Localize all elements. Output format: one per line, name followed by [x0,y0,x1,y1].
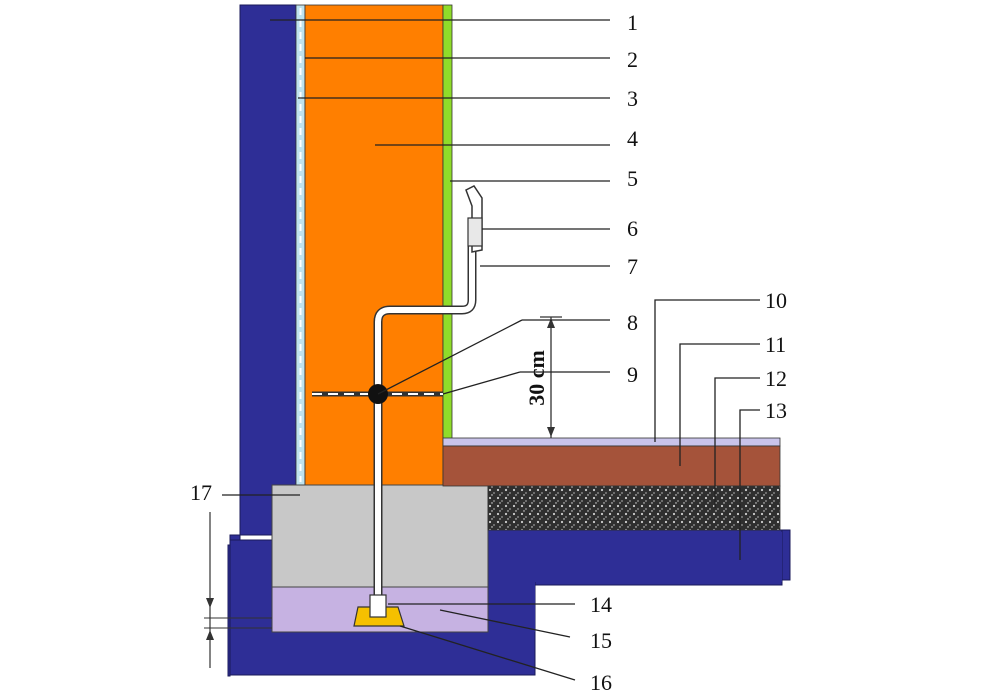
label-3: 3 [627,86,638,111]
label-7: 7 [627,254,638,279]
gravel-layer [487,485,781,531]
label-14: 14 [590,592,612,617]
label-4: 4 [627,126,638,151]
drain-pipe [375,232,475,595]
leader-16 [399,625,576,681]
base-pipe-stub [369,594,387,618]
slab-step [488,532,782,632]
air-gap-layer [295,4,306,486]
leader-10 [654,299,760,442]
screed-layer [442,445,781,487]
label-8: 8 [627,310,638,335]
label-16: 16 [590,670,612,695]
label-11: 11 [765,332,786,357]
label-5: 5 [627,166,638,191]
label-6: 6 [627,216,638,241]
left-dim-arrow-2 [206,630,214,640]
leader-9 [442,371,521,395]
label-17: 17 [190,480,212,505]
label-2: 2 [627,47,638,72]
fixing-clip-plate [467,217,483,247]
floor-finish-layer [442,437,781,447]
dimension-arrow-top [547,318,555,328]
leader-12 [714,377,760,508]
outer-membrane-layer [442,4,453,442]
label-1: 1 [627,10,638,35]
label-9: 9 [627,362,638,387]
dimension-arrow-bottom [547,427,555,437]
label-13: 13 [765,398,787,423]
leader-13 [739,409,760,560]
dimension-30cm-label: 30 cm [524,350,549,406]
leader-8 [377,319,523,395]
leader-15 [439,609,571,638]
leader-11 [679,343,760,466]
left-dim-arrow-1 [206,598,214,608]
label-15: 15 [590,628,612,653]
label-10: 10 [765,288,787,313]
label-12: 12 [765,366,787,391]
